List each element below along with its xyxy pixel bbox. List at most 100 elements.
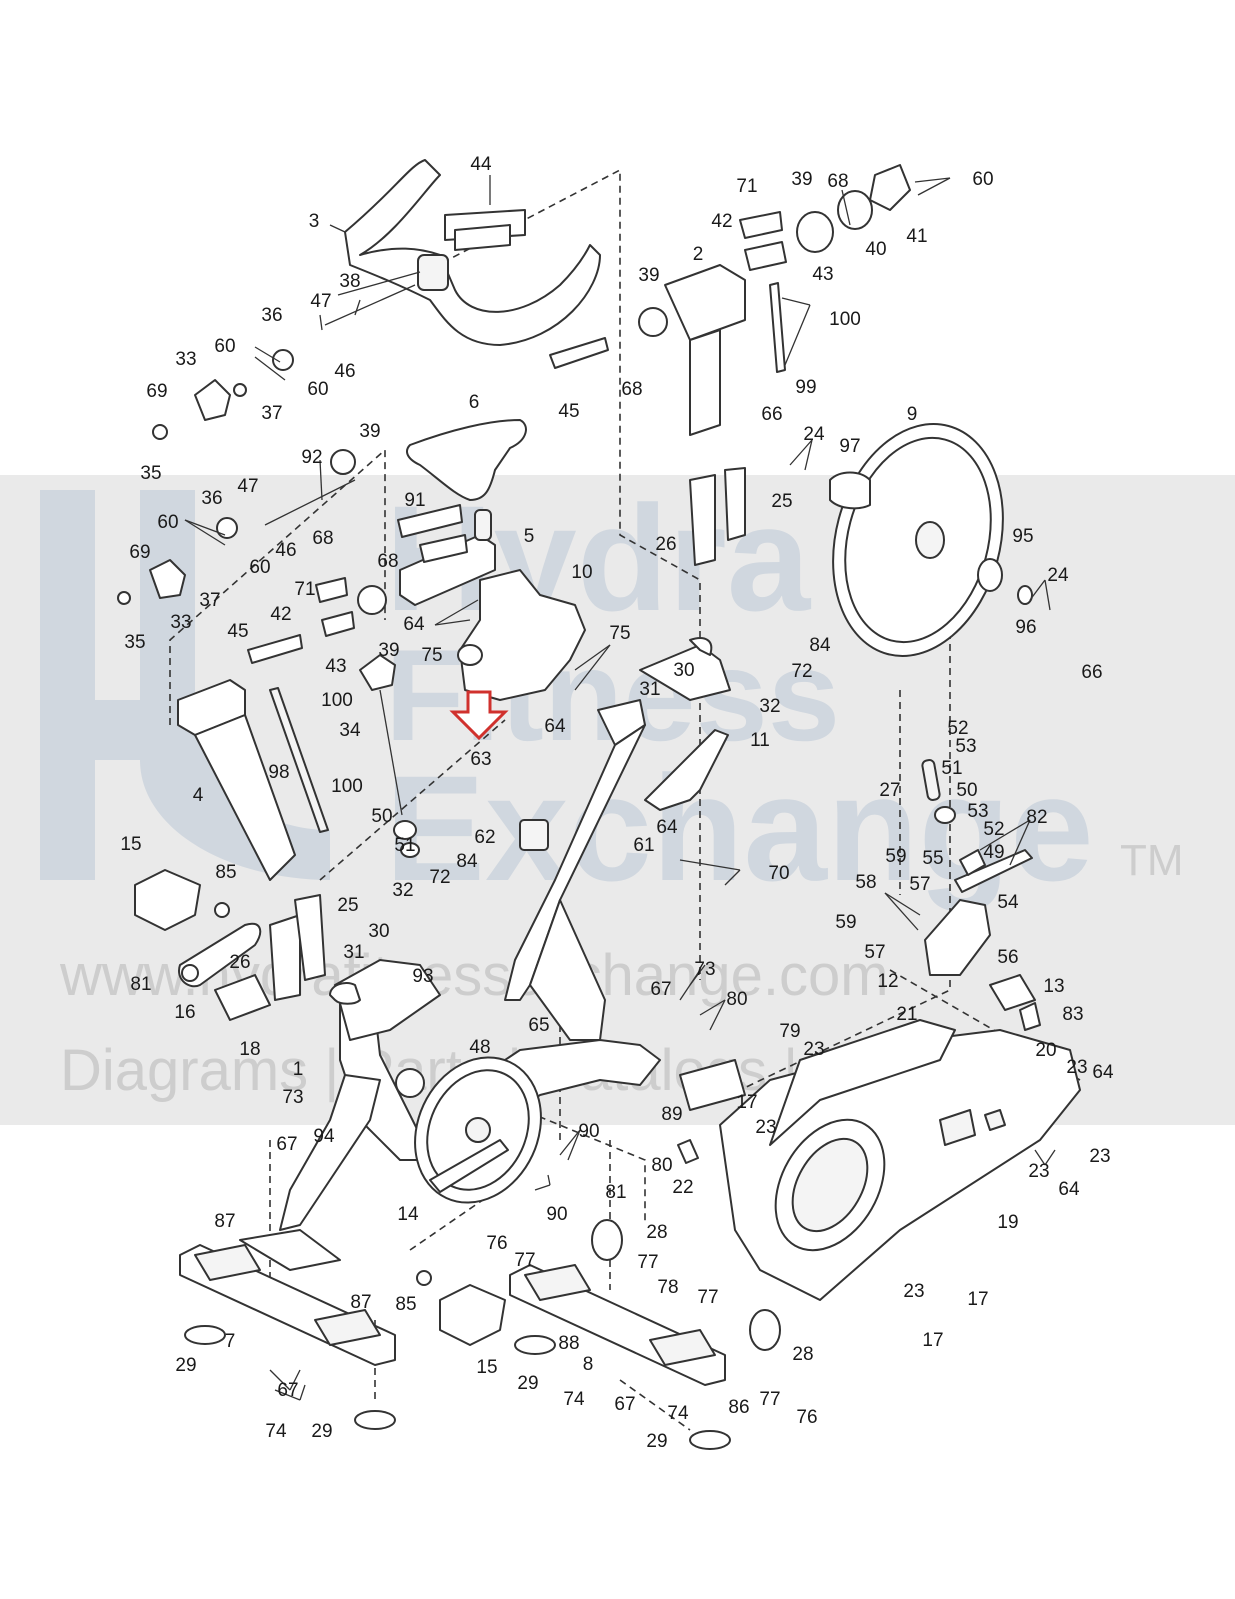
part-number-label-29: 29 bbox=[311, 1421, 332, 1442]
adjustment-knob-part bbox=[359, 654, 420, 858]
part-number-label-75: 75 bbox=[421, 645, 442, 666]
part-number-label-57: 57 bbox=[864, 942, 885, 963]
part-number-label-72: 72 bbox=[429, 867, 450, 888]
part-number-label-61: 61 bbox=[633, 835, 654, 856]
part-number-label-35: 35 bbox=[124, 632, 145, 653]
part-number-label-27: 27 bbox=[879, 780, 900, 801]
watermark-logo-icon bbox=[40, 490, 330, 880]
part-number-label-46: 46 bbox=[275, 540, 296, 561]
part-number-label-76: 76 bbox=[796, 1407, 817, 1428]
main-frame-part bbox=[279, 699, 661, 1231]
part-number-label-60: 60 bbox=[249, 557, 270, 578]
part-number-label-59: 59 bbox=[835, 912, 856, 933]
part-number-label-8: 8 bbox=[583, 1354, 594, 1375]
part-number-label-74: 74 bbox=[563, 1389, 585, 1410]
part-number-label-36: 36 bbox=[201, 488, 222, 509]
part-number-label-23: 23 bbox=[1089, 1146, 1110, 1167]
part-number-label-79: 79 bbox=[779, 1021, 800, 1042]
part-number-label-42: 42 bbox=[270, 604, 291, 625]
knob-assembly-upper-left bbox=[152, 284, 416, 440]
part-number-label-24: 24 bbox=[803, 424, 825, 445]
part-number-label-71: 71 bbox=[736, 176, 757, 197]
part-number-label-80: 80 bbox=[726, 989, 747, 1010]
part-number-label-83: 83 bbox=[1062, 1004, 1083, 1025]
part-number-label-13: 13 bbox=[1043, 976, 1064, 997]
part-number-label-68: 68 bbox=[377, 551, 398, 572]
part-number-label-72: 72 bbox=[791, 661, 812, 682]
part-number-label-34: 34 bbox=[339, 720, 361, 741]
seat-part bbox=[406, 419, 527, 501]
part-number-label-49: 49 bbox=[983, 842, 1004, 863]
part-number-label-55: 55 bbox=[922, 848, 943, 869]
part-number-label-64: 64 bbox=[1092, 1062, 1114, 1083]
part-number-label-88: 88 bbox=[558, 1333, 579, 1354]
part-number-label-84: 84 bbox=[809, 635, 831, 656]
part-number-label-78: 78 bbox=[657, 1277, 678, 1298]
part-number-label-23: 23 bbox=[1066, 1057, 1087, 1078]
part-number-label-51: 51 bbox=[941, 758, 962, 779]
chain-guard-part bbox=[639, 637, 731, 811]
watermark-brand-line2: Fitness bbox=[385, 622, 840, 768]
part-number-label-47: 47 bbox=[237, 476, 258, 497]
part-number-label-47: 47 bbox=[310, 291, 331, 312]
crank-arm-part bbox=[178, 922, 271, 1021]
part-number-label-18: 18 bbox=[239, 1039, 260, 1060]
part-number-label-46: 46 bbox=[334, 361, 355, 382]
part-number-label-89: 89 bbox=[661, 1104, 682, 1125]
part-number-label-82: 82 bbox=[1026, 807, 1047, 828]
part-number-label-39: 39 bbox=[791, 169, 812, 190]
part-number-label-76: 76 bbox=[486, 1233, 507, 1254]
chainring-part bbox=[414, 1056, 542, 1204]
part-number-label-37: 37 bbox=[199, 590, 220, 611]
part-number-label-73: 73 bbox=[282, 1087, 303, 1108]
part-number-label-38: 38 bbox=[339, 271, 360, 292]
part-number-label-39: 39 bbox=[359, 421, 380, 442]
part-number-label-60: 60 bbox=[157, 512, 178, 533]
part-number-label-37: 37 bbox=[261, 403, 282, 424]
leader-lines bbox=[184, 175, 1056, 1401]
part-number-label-93: 93 bbox=[412, 966, 433, 987]
part-number-label-29: 29 bbox=[175, 1355, 196, 1376]
part-number-label-22: 22 bbox=[672, 1177, 693, 1198]
part-number-label-15: 15 bbox=[476, 1357, 497, 1378]
part-number-label-77: 77 bbox=[697, 1287, 718, 1308]
part-number-label-2: 2 bbox=[693, 244, 704, 265]
part-number-label-53: 53 bbox=[967, 801, 988, 822]
part-number-label-7: 7 bbox=[225, 1331, 236, 1352]
callout-arrow-icon bbox=[449, 690, 509, 741]
handlebar-part bbox=[337, 159, 601, 346]
handlebar-post-part bbox=[549, 211, 787, 436]
part-number-label-23: 23 bbox=[903, 1281, 924, 1302]
part-number-label-98: 98 bbox=[268, 762, 289, 783]
part-number-label-69: 69 bbox=[146, 381, 167, 402]
guard-cover-part bbox=[677, 1019, 1081, 1301]
part-number-label-28: 28 bbox=[792, 1344, 813, 1365]
part-number-label-43: 43 bbox=[812, 264, 833, 285]
part-number-label-67: 67 bbox=[276, 1134, 297, 1155]
part-number-label-19: 19 bbox=[997, 1212, 1018, 1233]
part-number-label-69: 69 bbox=[129, 542, 150, 563]
part-number-label-10: 10 bbox=[571, 562, 592, 583]
part-number-label-28: 28 bbox=[646, 1222, 667, 1243]
part-number-label-17: 17 bbox=[922, 1330, 943, 1351]
brake-assembly-part bbox=[921, 759, 1041, 1031]
part-number-label-60: 60 bbox=[307, 379, 328, 400]
part-number-label-41: 41 bbox=[906, 226, 927, 247]
part-number-label-24: 24 bbox=[1047, 565, 1069, 586]
callout-arrow: 63 bbox=[449, 690, 509, 770]
part-number-label-9: 9 bbox=[907, 404, 918, 425]
part-number-label-87: 87 bbox=[350, 1292, 371, 1313]
part-number-label-43: 43 bbox=[325, 656, 346, 677]
part-number-label-81: 81 bbox=[130, 974, 151, 995]
part-number-label-1: 1 bbox=[293, 1059, 304, 1080]
part-number-label-85: 85 bbox=[395, 1294, 416, 1315]
part-number-label-15: 15 bbox=[120, 834, 141, 855]
part-number-label-66: 66 bbox=[1081, 662, 1102, 683]
part-number-label-52: 52 bbox=[983, 819, 1004, 840]
watermark-trademark: TM bbox=[1120, 836, 1184, 885]
adjuster-knob-top-right bbox=[796, 164, 911, 253]
front-stabilizer-part bbox=[179, 1229, 396, 1430]
part-number-label-40: 40 bbox=[865, 239, 886, 260]
part-number-label-67: 67 bbox=[650, 979, 671, 1000]
